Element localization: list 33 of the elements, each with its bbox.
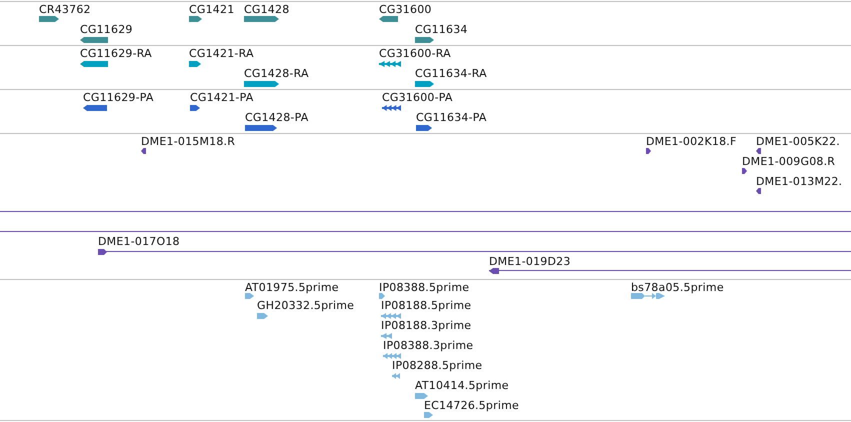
- feature-label: CG11629-PA: [83, 91, 154, 104]
- feature-label: AT10414.5prime: [415, 379, 509, 392]
- feature-label: CR43762: [39, 3, 91, 16]
- feature-label: GH20332.5prime: [257, 299, 354, 312]
- feature-label: CG11629-RA: [80, 47, 152, 60]
- feature-label: CG1428-PA: [245, 111, 308, 124]
- feature-label: CG11634-RA: [415, 67, 487, 80]
- feature-label: bs78a05.5prime: [631, 281, 724, 294]
- feature-label: CG31600-RA: [379, 47, 451, 60]
- feature-label: DME1-005K22.: [756, 135, 840, 148]
- feature-label: EC14726.5prime: [424, 399, 519, 412]
- feature-label: IP08388.5prime: [379, 281, 470, 294]
- feature-label: CG11634: [415, 23, 468, 36]
- feature-label: IP08388.3prime: [383, 339, 474, 352]
- feature-label: IP08188.3prime: [381, 319, 472, 332]
- feature-label: IP08288.5prime: [392, 359, 482, 372]
- feature-label: AT01975.5prime: [245, 281, 339, 294]
- feature-label: CG31600-PA: [382, 91, 453, 104]
- feature-label: CG1421-PA: [190, 91, 254, 104]
- feature-label: DME1-013M22.: [756, 175, 842, 188]
- feature-label: CG1421: [189, 3, 234, 16]
- feature-label: CG1428-RA: [244, 67, 309, 80]
- feature-label: CG1421-RA: [189, 47, 254, 60]
- feature-label: CG1428: [244, 3, 290, 16]
- feature-label: DME1-019D23: [489, 255, 571, 268]
- feature-label: CG11629: [80, 23, 133, 36]
- feature-label: DME1-009G08.R: [742, 155, 836, 168]
- feature-label: CG31600: [379, 3, 432, 16]
- feature-label: IP08188.5prime: [381, 299, 472, 312]
- feature-label: DME1-017O18: [98, 235, 180, 248]
- feature-label: DME1-015M18.R: [141, 135, 236, 148]
- feature-label: CG11634-PA: [416, 111, 487, 124]
- feature-label: DME1-002K18.F: [646, 135, 737, 148]
